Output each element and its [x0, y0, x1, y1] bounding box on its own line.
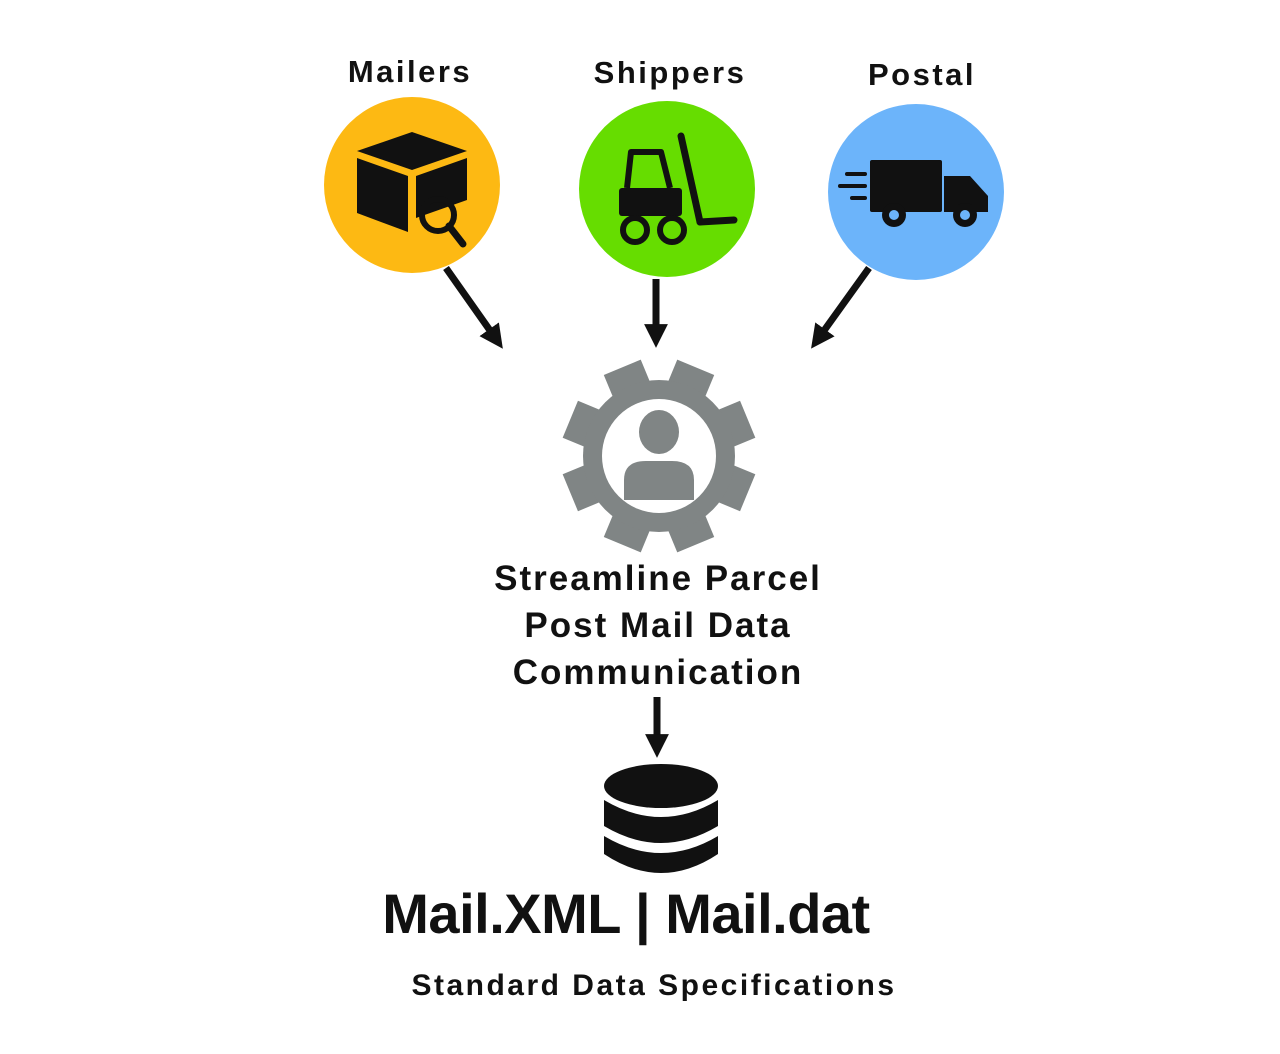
process-line-2: Post Mail Data	[524, 606, 791, 645]
output-title: Mail.XML | Mail.dat	[382, 882, 869, 946]
person-body-icon	[624, 461, 694, 500]
delivery-truck-icon	[838, 160, 988, 227]
arrow-postal-to-process	[811, 265, 872, 349]
process-line-3: Communication	[513, 653, 803, 692]
database-icon	[604, 764, 718, 873]
shippers-node	[579, 101, 755, 277]
forklift-icon	[619, 132, 738, 245]
package-search-icon	[357, 132, 467, 248]
gear-person-icon	[562, 359, 756, 553]
source-label-mailers: Mailers	[348, 54, 472, 89]
postal-node	[828, 104, 1004, 280]
person-head-icon	[639, 410, 679, 454]
arrow-mailers-to-process	[443, 265, 503, 349]
source-label-postal: Postal	[868, 57, 976, 92]
source-label-shippers: Shippers	[594, 55, 747, 90]
mailers-circle	[324, 97, 500, 273]
mailers-node	[324, 97, 500, 273]
output-subtitle: Standard Data Specifications	[411, 969, 896, 1002]
process-line-1: Streamline Parcel	[494, 559, 822, 598]
